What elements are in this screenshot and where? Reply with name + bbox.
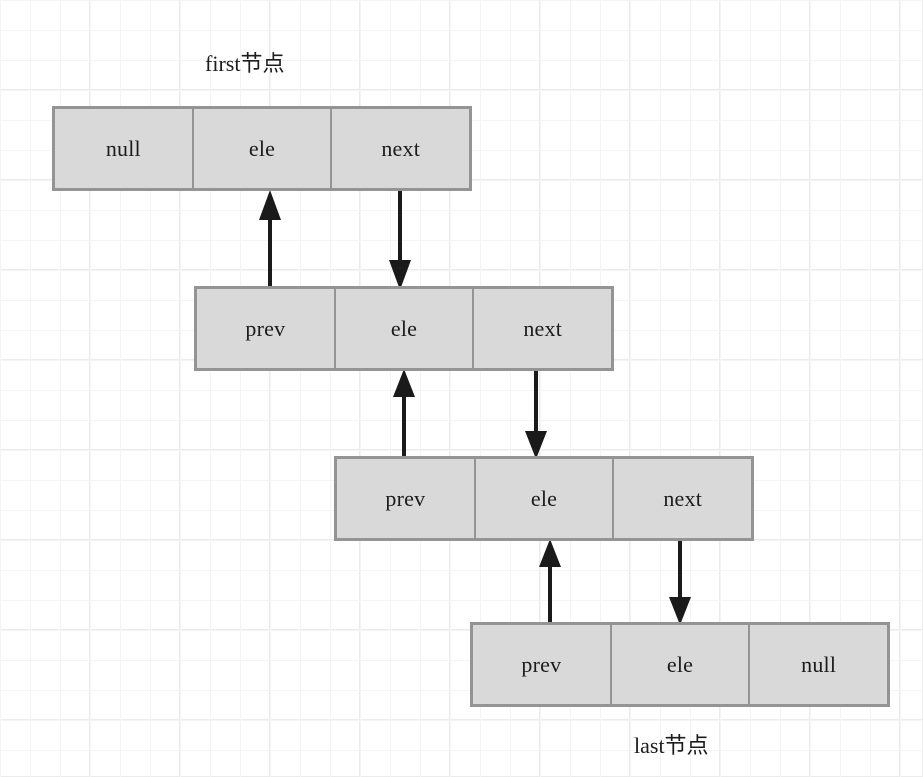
arrow-up-icon-node2-prev [259, 190, 281, 290]
arrow-down-icon-node3-next [669, 539, 691, 625]
arrow-up-icon-node4-prev [539, 539, 561, 625]
list-node-tail[interactable]: prev ele null [470, 622, 890, 707]
node4-next-cell: null [801, 651, 837, 677]
last-node-label: last节点 [634, 733, 709, 758]
node3-next-cell: next [663, 485, 703, 511]
node4-prev-cell: prev [473, 625, 612, 704]
list-node-second[interactable]: prev ele next [194, 286, 614, 371]
node3-prev-cell: prev [337, 459, 476, 538]
node3-element-cell: ele [476, 459, 615, 538]
node1-next-cell: next [381, 135, 421, 161]
first-node-label: first节点 [205, 51, 285, 76]
arrow-down-icon-node2-next [525, 369, 547, 459]
node1-element-cell: ele [194, 109, 333, 188]
arrow-down-icon-node1-next [389, 190, 411, 290]
node4-element-cell: ele [612, 625, 751, 704]
node2-element-cell: ele [336, 289, 475, 368]
node1-prev-cell: null [55, 109, 194, 188]
node2-next-cell: next [523, 315, 563, 341]
list-node-head[interactable]: null ele next [52, 106, 472, 191]
node2-prev-cell: prev [197, 289, 336, 368]
list-node-third[interactable]: prev ele next [334, 456, 754, 541]
arrow-up-icon-node3-prev [393, 369, 415, 459]
